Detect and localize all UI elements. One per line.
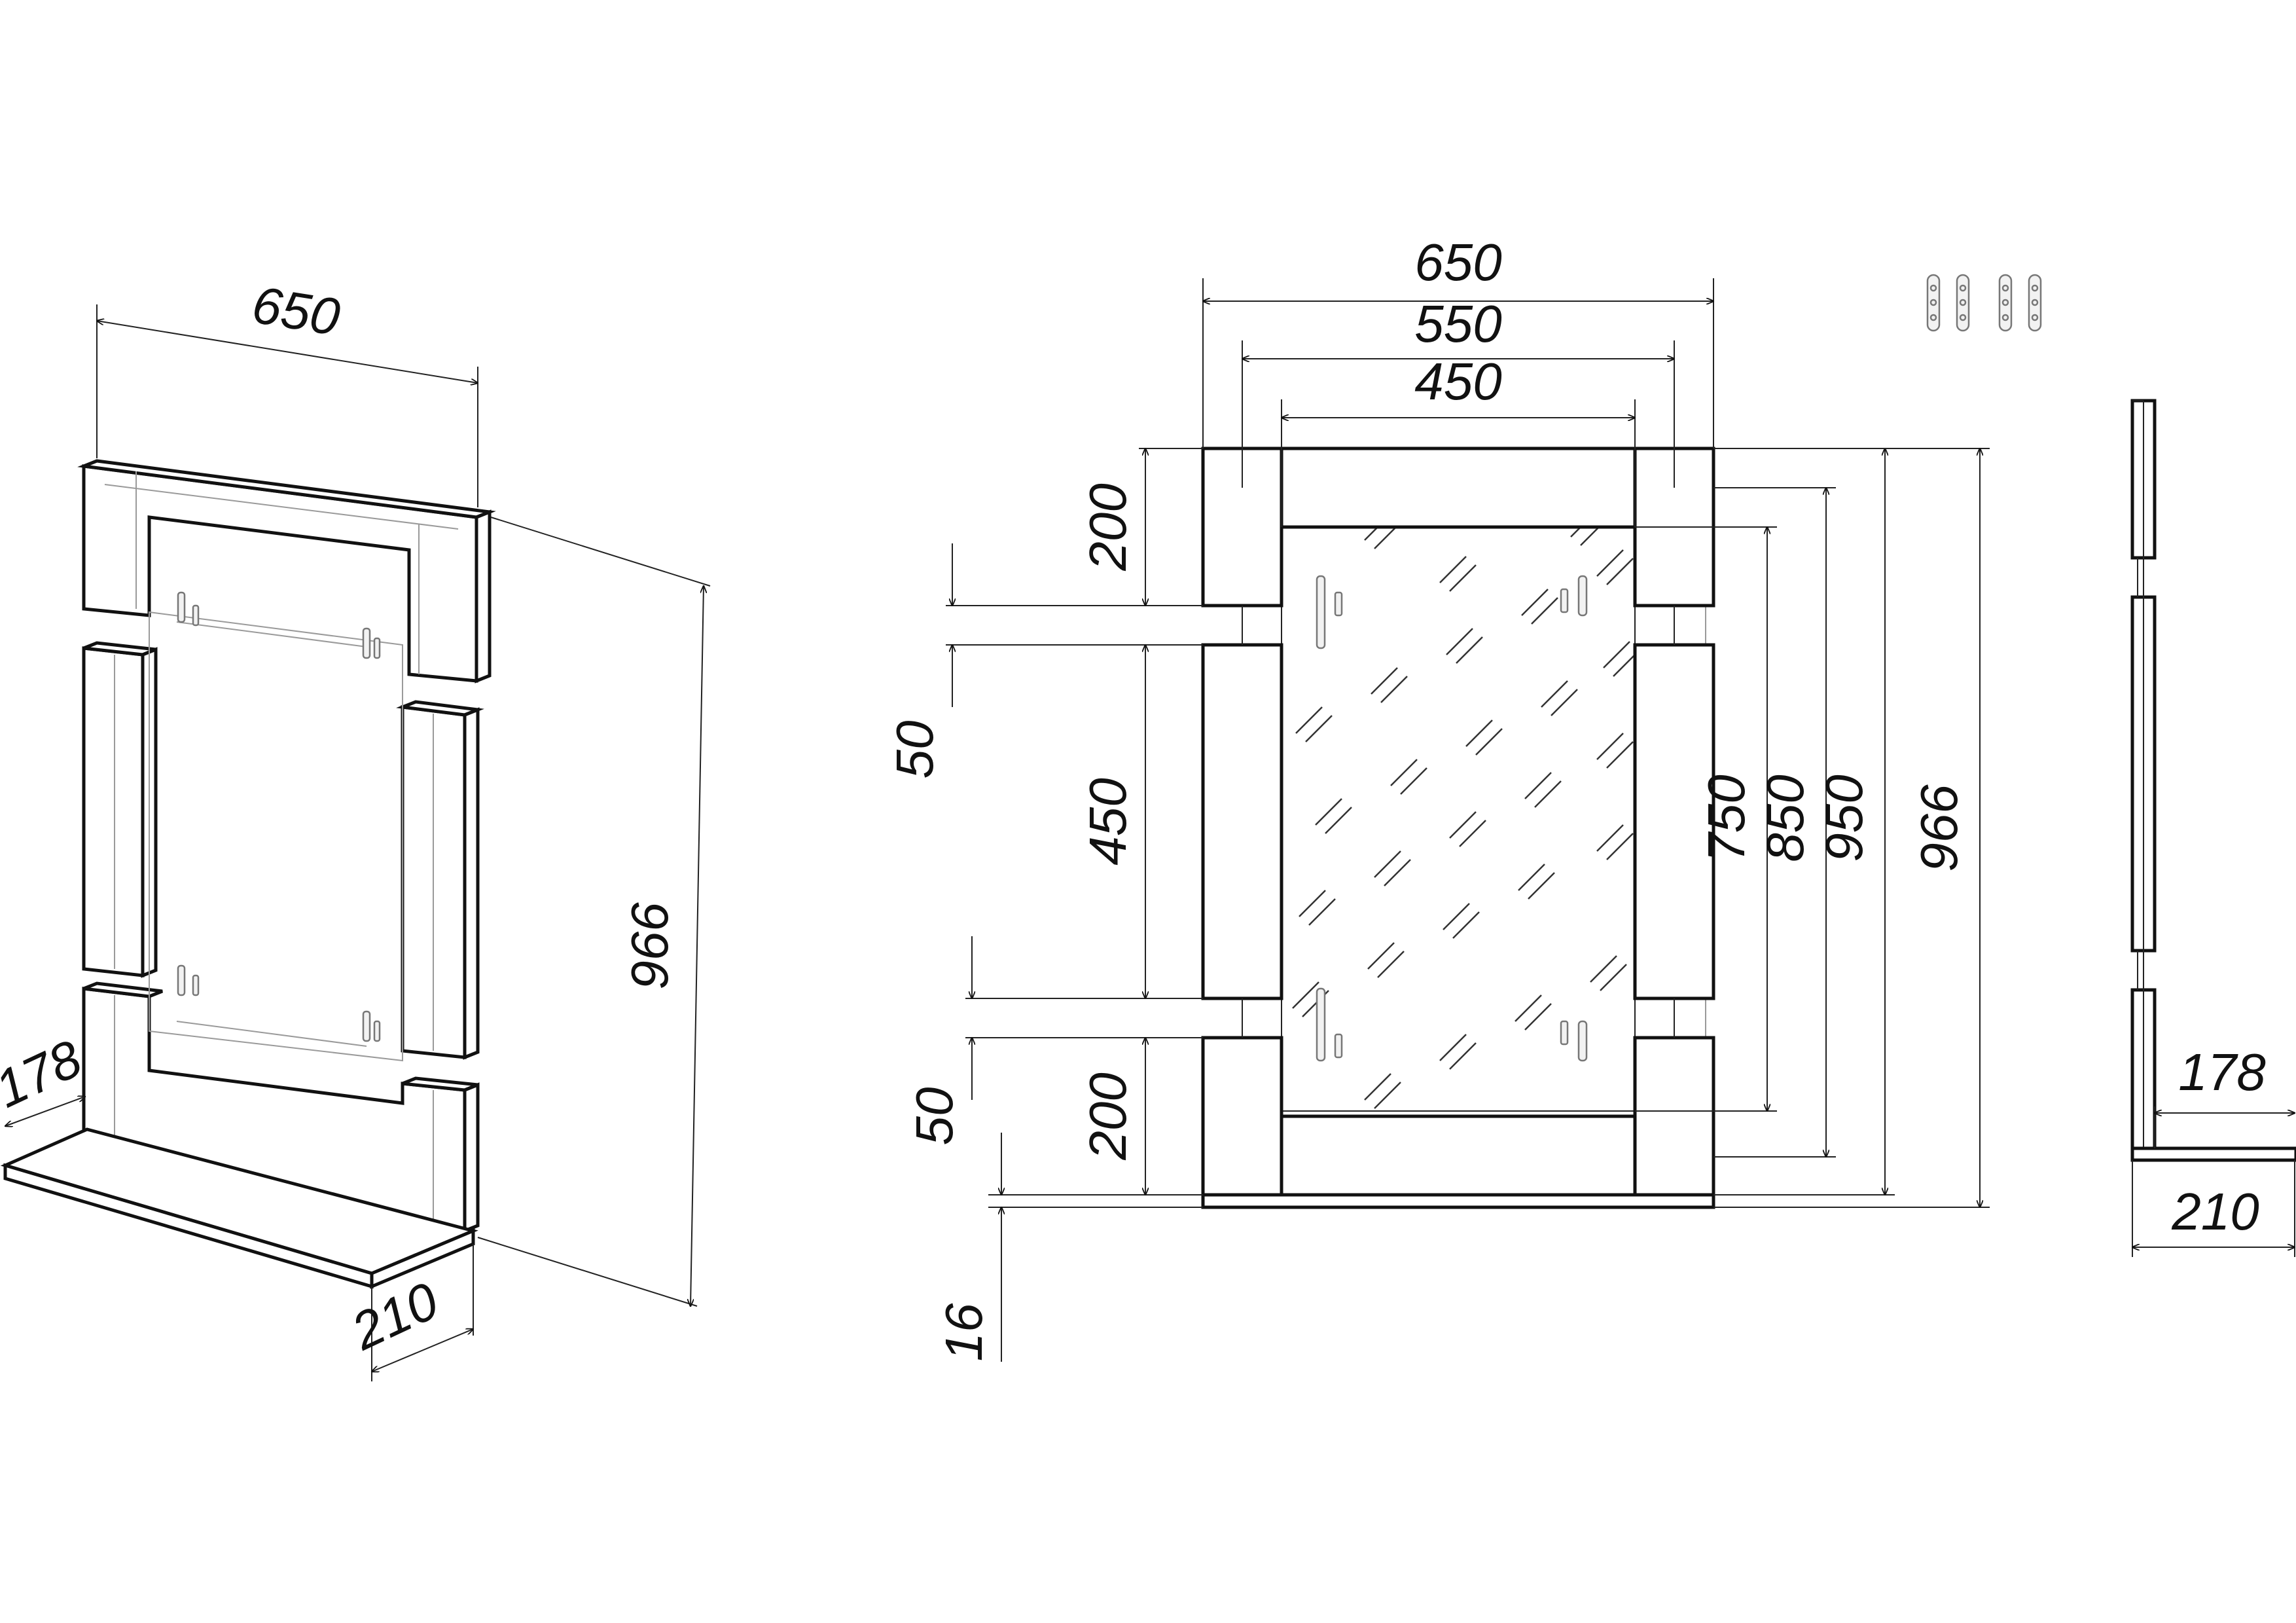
shelf-thickness-label: 16 <box>935 1303 993 1361</box>
inner-height-label: 850 <box>1756 775 1814 862</box>
front-view: 650 550 450 200 50 450 <box>886 233 1990 1362</box>
iso-fittings <box>177 591 381 1042</box>
frame-height-label: 950 <box>1815 775 1873 862</box>
gap-top-label: 50 <box>886 721 944 779</box>
mounting-brackets <box>1926 274 2042 332</box>
glass-hatching <box>1292 510 1640 1109</box>
iso-right-bar <box>396 700 484 1060</box>
bottom-rail <box>1280 1114 1637 1197</box>
front-width-dimensions: 650 550 450 <box>1202 233 1714 527</box>
side-shelf <box>2130 1146 2296 1162</box>
top-block-label: 200 <box>1079 483 1137 571</box>
front-shelf <box>1201 1193 1715 1209</box>
bottom-right-block <box>1633 1036 1715 1197</box>
iso-left-bar <box>82 641 158 978</box>
iso-shelf-depth-inner-label: 178 <box>0 1029 90 1118</box>
mounting-bracket-icon <box>1926 274 1941 332</box>
side-shelf-depth-inner-label: 178 <box>2178 1043 2266 1101</box>
mid-width-label: 550 <box>1414 295 1501 353</box>
iso-glass <box>149 611 403 1062</box>
side-block-label: 450 <box>1079 778 1137 865</box>
front-fittings <box>1316 575 1588 1062</box>
iso-width-label: 650 <box>248 275 344 346</box>
iso-shelf <box>0 1127 478 1289</box>
left-side-block <box>1201 643 1283 1000</box>
front-left-dimensions: 200 50 450 50 200 16 <box>886 448 1203 1362</box>
mounting-bracket-icon <box>1956 274 1970 332</box>
iso-top-bar <box>77 459 496 684</box>
front-frame <box>1201 447 1715 1209</box>
overall-width-label: 650 <box>1414 233 1501 291</box>
mounting-bracket-icon <box>2028 274 2042 332</box>
overall-height-label: 966 <box>1910 784 1968 872</box>
top-rail <box>1280 447 1637 529</box>
side-view: 178 210 <box>2130 399 2296 1257</box>
front-right-dimensions: 750 850 950 966 <box>1635 448 1990 1208</box>
bottom-block-label: 200 <box>1079 1072 1137 1160</box>
iso-shelf-depth-outer-label: 210 <box>342 1271 446 1361</box>
side-shelf-depth-outer-label: 210 <box>2171 1182 2259 1241</box>
gap-bottom-label: 50 <box>905 1087 963 1146</box>
iso-height-label: 966 <box>620 902 679 990</box>
mounting-bracket-icon <box>1998 274 2013 332</box>
bottom-left-block <box>1201 1036 1283 1197</box>
inner-width-label: 450 <box>1414 352 1501 410</box>
isometric-view: 650 966 178 210 <box>0 275 711 1381</box>
glass-height-label: 750 <box>1697 775 1755 862</box>
